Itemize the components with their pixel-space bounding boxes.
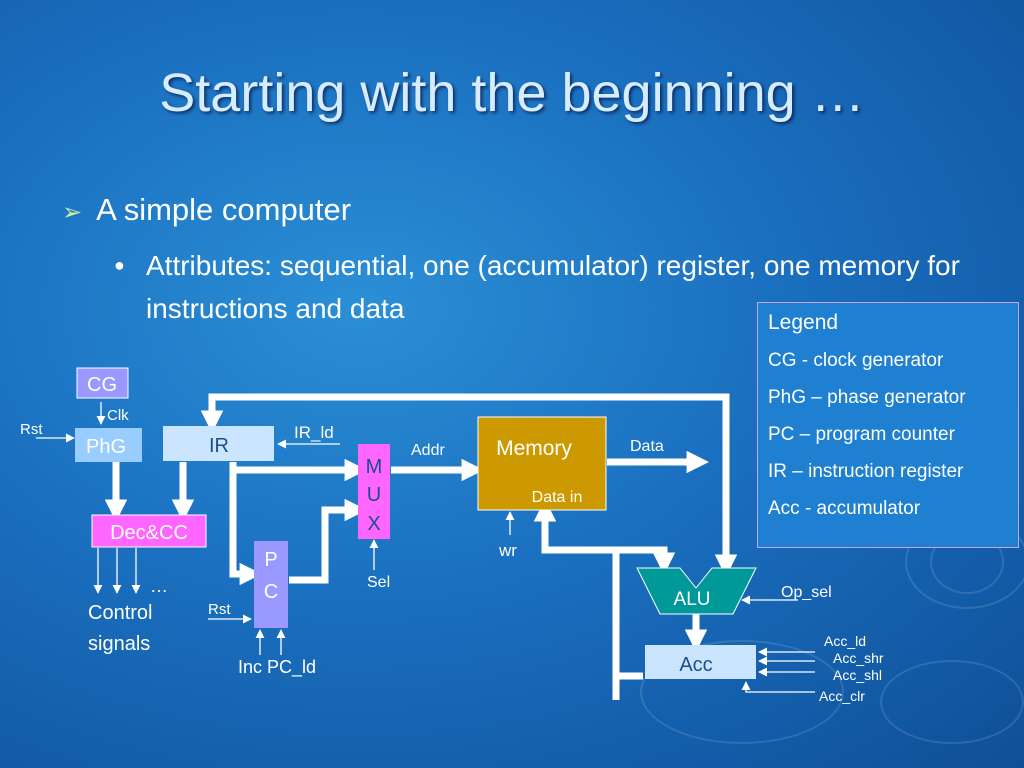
bullet-level-2: ● Attributes: sequential, one (accumulat…: [114, 244, 974, 330]
bus-acc-to-datain: [533, 499, 616, 554]
acc-clr-label: Acc_clr: [819, 688, 865, 704]
block-label: Acc: [679, 654, 712, 676]
block-phg: PhG: [75, 428, 142, 462]
bus-acc-to-alu: [612, 546, 676, 700]
ripple-decoration: [880, 660, 1024, 744]
block-label: Memory: [496, 437, 572, 460]
block-pc: P C: [254, 541, 288, 628]
legend-box: Legend CG - clock generator PhG – phase …: [757, 302, 1019, 548]
block-dec-cc: Dec&CC: [91, 514, 207, 548]
bus-ir-to-mux: [229, 458, 367, 482]
bus-pc-to-mux: [289, 498, 367, 584]
block-label: U: [367, 484, 381, 506]
signals-label: signals: [88, 633, 150, 655]
block-label: X: [367, 513, 380, 535]
bullet-text: A simple computer: [96, 192, 352, 227]
slide-title: Starting with the beginning …: [159, 63, 865, 123]
block-cg: CG: [76, 367, 129, 399]
signal-labels: Clk Rst IR_ld Addr Data wr Sel … Control…: [20, 407, 884, 704]
block-label: P: [264, 549, 277, 571]
legend-item: PC – program counter: [768, 424, 955, 445]
control-signal-lines: [36, 402, 815, 693]
legend-title: Legend: [768, 311, 839, 334]
addr-label: Addr: [411, 442, 445, 459]
data-in-label: Data in: [532, 489, 583, 506]
arrow-bullet-icon: ➢: [62, 199, 83, 226]
block-label: PhG: [86, 436, 126, 458]
sel-label: Sel: [367, 574, 390, 591]
ir-ld-label: IR_ld: [294, 423, 334, 442]
clk-label: Clk: [107, 407, 129, 424]
block-label: CG: [87, 374, 117, 396]
block-label: Dec&CC: [110, 522, 188, 544]
bullet-text: Attributes: sequential, one (accumulator…: [146, 250, 960, 324]
bus-memory-to-ir: [200, 393, 730, 522]
ripple-decoration: [640, 640, 844, 744]
block-label: IR: [209, 435, 229, 457]
legend-item: CG - clock generator: [768, 350, 944, 371]
op-sel-label: Op_sel: [781, 584, 832, 601]
acc-ld-label: Acc_ld: [824, 633, 866, 649]
block-label: M: [366, 456, 383, 478]
control-label: Control: [88, 602, 152, 624]
dot-bullet-icon: ●: [114, 255, 125, 275]
block-alu: ALU: [636, 567, 757, 615]
block-label: ALU: [674, 589, 711, 610]
acc-shr-label: Acc_shr: [833, 650, 884, 666]
data-label: Data: [630, 438, 664, 455]
block-ir: IR: [163, 426, 274, 461]
legend-item: IR – instruction register: [768, 461, 964, 482]
legend-item: PhG – phase generator: [768, 387, 966, 408]
bus-ir-to-pc: [229, 470, 262, 586]
inc-pcld-label: Inc PC_ld: [238, 657, 316, 678]
block-label: C: [264, 581, 278, 603]
rst-pc-label: Rst: [208, 601, 231, 618]
data-bus-lines: [104, 393, 738, 700]
legend-item: Acc - accumulator: [768, 498, 921, 519]
block-mux: M U X: [358, 444, 390, 539]
acc-shl-label: Acc_shl: [833, 667, 882, 683]
wr-label: wr: [498, 541, 517, 560]
ellipsis-label: …: [150, 576, 168, 596]
block-acc: Acc: [645, 645, 756, 679]
bullet-level-1: ➢ A simple computer: [62, 192, 351, 228]
rst-phg-label: Rst: [20, 421, 43, 438]
block-memory: Memory Data in: [477, 416, 607, 511]
